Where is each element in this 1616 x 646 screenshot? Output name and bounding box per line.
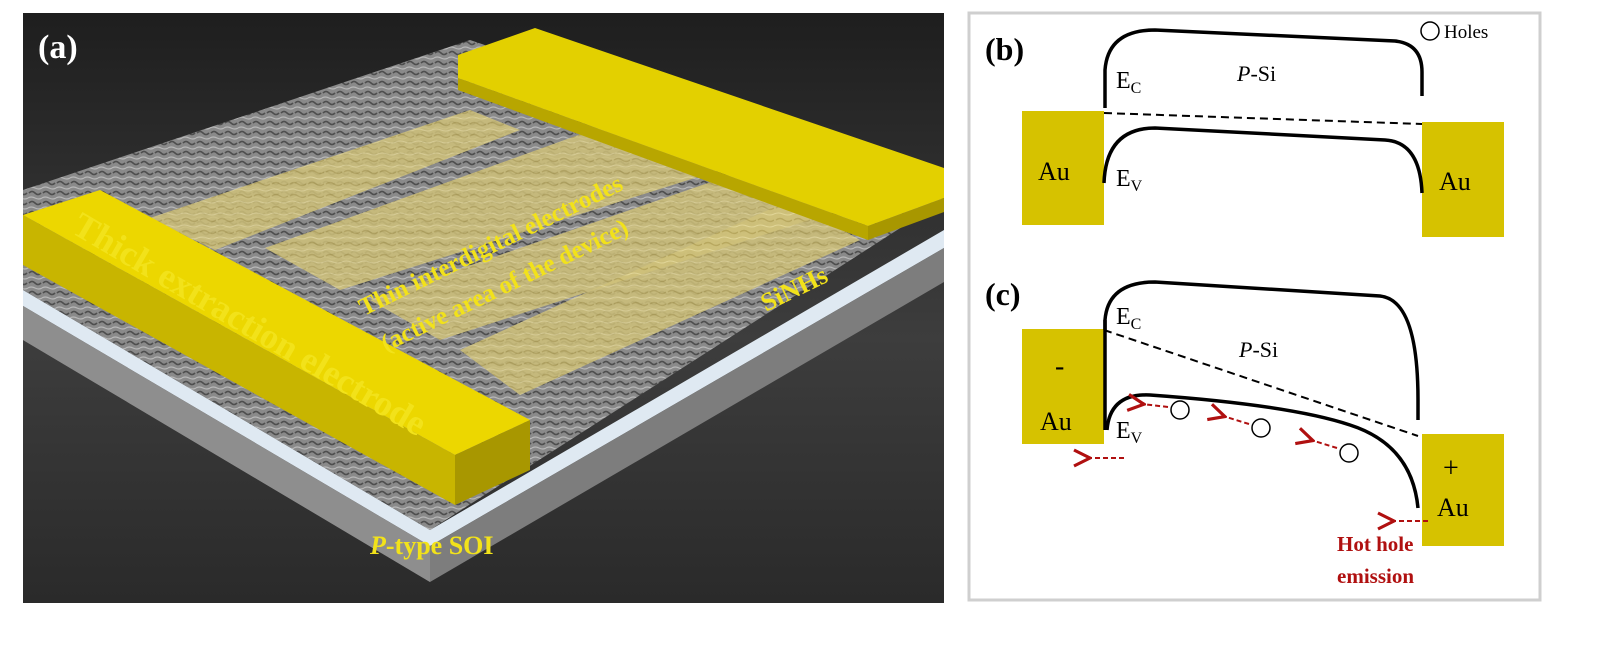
emission-label-line1: Hot hole (1337, 532, 1413, 556)
panel-b-label: (b) (985, 31, 1024, 67)
substrate-label: P-type SOI (369, 531, 494, 560)
valence-band (1102, 126, 1424, 194)
plus-sign: + (1443, 453, 1459, 484)
minus-sign: - (1055, 351, 1064, 382)
panel-c-label: (c) (985, 276, 1021, 312)
psi-label: P-Si (1238, 337, 1278, 362)
au-right-label: Au (1439, 167, 1471, 196)
thin-electrode-1 (150, 110, 520, 250)
ec-label: EC (1116, 68, 1141, 97)
ev-label: EV (1116, 418, 1143, 447)
thick-electrode-back (458, 28, 944, 226)
hole (1170, 400, 1190, 420)
holes-legend-label: Holes (1444, 22, 1488, 43)
fermi-level (1103, 329, 1419, 437)
au-left-label: Au (1040, 407, 1072, 436)
thin-electrode-3 (370, 165, 840, 340)
psi-label: P-Si (1236, 61, 1276, 86)
au-left-block (1022, 329, 1104, 444)
ev-label: EV (1116, 166, 1143, 195)
conduction-band (1103, 28, 1424, 108)
conduction-band (1103, 280, 1420, 420)
au-right-block (1422, 434, 1504, 546)
hole-drift-arrow (1223, 416, 1250, 425)
panel-a: (a) Thick extraction electrode Thin inte… (23, 13, 944, 603)
hole-legend-icon (1420, 21, 1440, 41)
hole-drift-arrow (1311, 440, 1338, 449)
hole-drift-arrow (1142, 404, 1169, 407)
au-right-block (1422, 122, 1504, 237)
panel-c: (c) - Au + Au EC EV P-Si Hot hole emissi… (985, 276, 1504, 588)
panel-a-label: (a) (38, 29, 78, 66)
hole (1339, 443, 1359, 463)
au-right-label: Au (1437, 493, 1469, 522)
fermi-level (1103, 112, 1423, 125)
hole (1251, 418, 1271, 438)
thin-electrode-4 (460, 200, 860, 395)
au-left-label: Au (1038, 157, 1070, 186)
au-left-block (1022, 111, 1104, 225)
panel-b: (b) Holes Au Au EC EV P-Si (985, 21, 1504, 237)
emission-label-line2: emission (1337, 564, 1414, 588)
thick-electrode-front (23, 190, 530, 455)
thin-electrode-2 (265, 120, 720, 290)
ec-label: EC (1116, 304, 1141, 333)
